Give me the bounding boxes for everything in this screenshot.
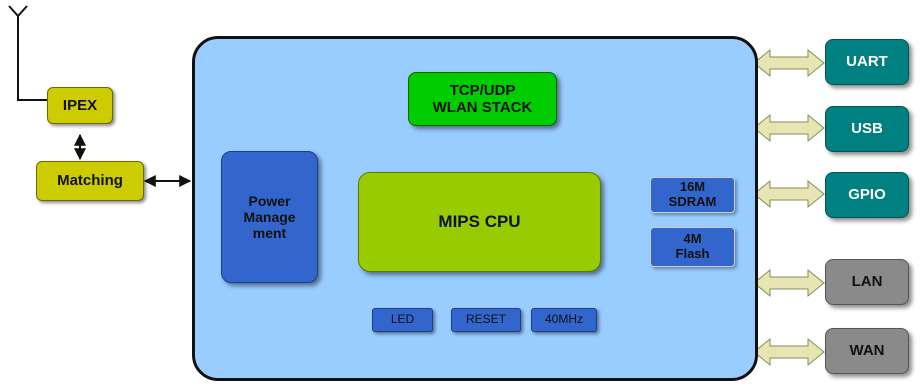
flash-block: 4M Flash xyxy=(650,227,735,267)
gpio-arrow xyxy=(753,179,825,209)
mips-cpu-block: MIPS CPU xyxy=(358,172,601,272)
tcp-udp-stack-block: TCP/UDP WLAN STACK xyxy=(408,72,557,126)
ipex-block: IPEX xyxy=(47,87,113,124)
matching-block: Matching xyxy=(36,161,144,201)
wan-arrow xyxy=(753,337,825,367)
usb-port: USB xyxy=(825,106,909,152)
usb-arrow xyxy=(753,113,825,143)
lan-port: LAN xyxy=(825,259,909,305)
power-management-block: Power Manage ment xyxy=(221,151,318,283)
uart-port: UART xyxy=(825,39,909,85)
wan-port: WAN xyxy=(825,328,909,374)
lan-arrow xyxy=(753,268,825,298)
led-block: LED xyxy=(372,308,433,332)
uart-arrow xyxy=(753,48,825,78)
gpio-port: GPIO xyxy=(825,172,909,218)
clock-block: 40MHz xyxy=(531,308,597,332)
reset-block: RESET xyxy=(451,308,521,332)
antenna-icon xyxy=(8,5,47,101)
sdram-block: 16M SDRAM xyxy=(650,177,735,213)
